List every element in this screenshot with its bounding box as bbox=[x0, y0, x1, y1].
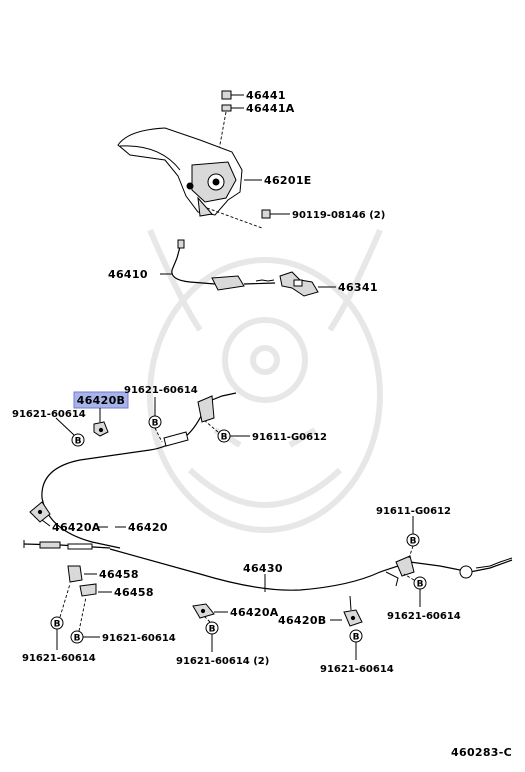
bolt-b-7: B bbox=[74, 634, 81, 644]
label-91621-60614-f[interactable]: 91621-60614 (2) bbox=[176, 656, 269, 667]
bolt-90119-08146 bbox=[261, 209, 282, 219]
nut-46441 bbox=[221, 90, 232, 100]
label-46420a-lower[interactable]: 46420A bbox=[230, 606, 279, 619]
bolt-b-2: B bbox=[152, 419, 159, 429]
bolt-symbol-mid-2: B bbox=[217, 429, 231, 443]
label-46201e[interactable]: 46201E bbox=[264, 174, 312, 187]
label-91611-g0612-b[interactable]: 91611-G0612 bbox=[376, 506, 451, 517]
clip-46458-upper bbox=[67, 565, 83, 583]
label-46420b-lower[interactable]: 46420B bbox=[278, 614, 326, 627]
label-46420a-left[interactable]: 46420A bbox=[52, 521, 101, 534]
bolt-b-3: B bbox=[221, 433, 228, 443]
label-90119-08146[interactable]: 90119-08146 (2) bbox=[292, 210, 385, 221]
bolt-symbol-left-3: B bbox=[70, 630, 84, 644]
bolt-symbol-mid-1: B bbox=[148, 415, 162, 429]
label-46458-lower[interactable]: 46458 bbox=[114, 586, 154, 599]
label-46441a[interactable]: 46441A bbox=[246, 102, 295, 115]
parking-brake-lever-46201e bbox=[117, 127, 243, 217]
washer-46441a bbox=[221, 104, 232, 112]
clip-46420a-left bbox=[29, 501, 51, 523]
part-highlight-46420b[interactable] bbox=[73, 391, 129, 409]
bolt-b-1: B bbox=[75, 437, 82, 447]
label-46458-upper[interactable]: 46458 bbox=[99, 568, 139, 581]
bolt-b-6: B bbox=[54, 620, 61, 630]
label-91611-g0612-a[interactable]: 91611-G0612 bbox=[252, 432, 327, 443]
clip-46458-lower bbox=[79, 583, 97, 597]
bolt-b-4: B bbox=[410, 537, 417, 547]
label-46341[interactable]: 46341 bbox=[338, 281, 378, 294]
label-46441[interactable]: 46441 bbox=[246, 89, 286, 102]
bolt-b-5: B bbox=[417, 580, 424, 590]
bolt-symbol-right-2: B bbox=[413, 576, 427, 590]
label-91621-60614-c[interactable]: 91621-60614 bbox=[102, 633, 176, 644]
bolt-symbol-bottom-2: B bbox=[349, 629, 363, 643]
figure-code: 460283-C bbox=[451, 746, 512, 759]
clip-46420b-upper bbox=[93, 421, 109, 437]
label-46420[interactable]: 46420 bbox=[128, 521, 168, 534]
label-91621-60614-d[interactable]: 91621-60614 bbox=[22, 653, 96, 664]
cable-46410 bbox=[171, 239, 276, 291]
bolt-symbol-left-2: B bbox=[50, 616, 64, 630]
bolt-b-8: B bbox=[209, 625, 216, 635]
label-46430[interactable]: 46430 bbox=[243, 562, 283, 575]
cable-46420 bbox=[23, 392, 237, 550]
label-91621-60614-e[interactable]: 91621-60614 bbox=[387, 611, 461, 622]
bolt-b-9: B bbox=[353, 633, 360, 643]
label-91621-60614-g[interactable]: 91621-60614 bbox=[320, 664, 394, 675]
label-46410[interactable]: 46410 bbox=[108, 268, 148, 281]
bolt-symbol-right-1: B bbox=[406, 533, 420, 547]
clip-46420b-lower bbox=[343, 609, 363, 627]
bolt-symbol-bottom-1: B bbox=[205, 621, 219, 635]
label-91621-60614-b[interactable]: 91621-60614 bbox=[12, 409, 86, 420]
cable-46430 bbox=[109, 548, 513, 591]
label-46420b-selected[interactable]: 46420B bbox=[77, 394, 125, 407]
label-91621-60614-a[interactable]: 91621-60614 bbox=[124, 385, 198, 396]
watermark-logo bbox=[147, 228, 383, 533]
bracket-46341 bbox=[279, 271, 319, 297]
bolt-symbol-left-1: B bbox=[71, 433, 85, 447]
clip-46420a-lower bbox=[192, 603, 215, 619]
